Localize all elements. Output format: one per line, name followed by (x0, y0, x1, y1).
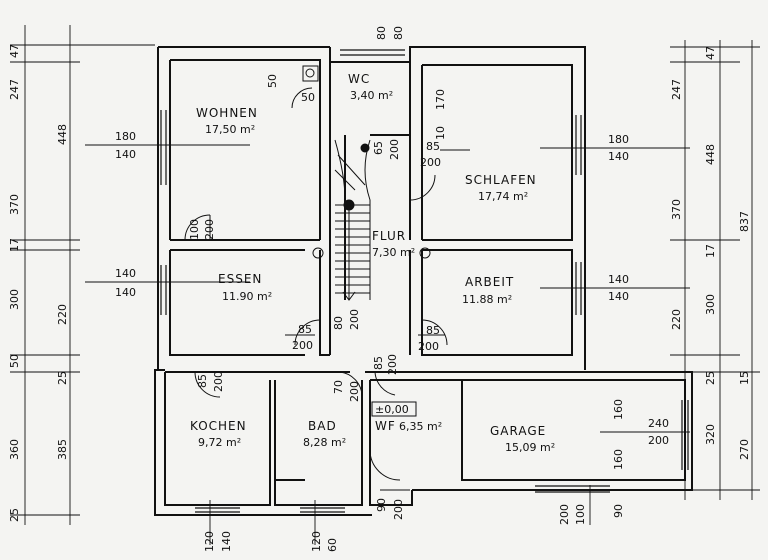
win-wc-b: 80 (392, 26, 405, 40)
room-area-garage: 15,09 m² (505, 441, 555, 454)
door-schlafen-b: 200 (420, 156, 441, 169)
dim-right-320: 320 (704, 424, 717, 445)
dim-right-837: 837 (738, 211, 751, 232)
door-wf-a: 85 (372, 356, 385, 370)
door-wohnen-a: 100 (188, 219, 201, 240)
room-area-essen: 11.90 m² (222, 290, 272, 303)
dim-left-47: 47 (8, 44, 21, 58)
door-kochen-b: 200 (212, 371, 225, 392)
win-garage-bottom-a: 200 (558, 504, 571, 525)
win-kochen-a: 120 (203, 531, 216, 552)
win-garage-bottom-b: 100 (574, 504, 587, 525)
dim-right-247: 247 (670, 79, 683, 100)
dim-left-50: 50 (8, 354, 21, 368)
win-essen-b: 140 (115, 286, 136, 299)
win-schlafen-b: 140 (608, 150, 629, 163)
room-area-kochen: 9,72 m² (198, 436, 241, 449)
dim-left-25: 25 (8, 508, 21, 522)
dim-right-15: 15 (738, 371, 751, 385)
dim-left-300: 300 (8, 289, 21, 310)
dimension-lines (10, 25, 760, 545)
door-garage-b: 160 (612, 449, 625, 470)
door-arbeit-b: 200 (418, 340, 439, 353)
win-wc-a: 80 (375, 26, 388, 40)
win-kochen-b: 140 (220, 531, 233, 552)
dim-right-270: 270 (738, 439, 751, 460)
room-area-bad: 8,28 m² (303, 436, 346, 449)
door-wf-b: 200 (386, 354, 399, 375)
dim-right-300: 300 (704, 294, 717, 315)
room-name-kochen: KOCHEN (190, 419, 247, 433)
door-essen-a: 85 (298, 323, 312, 336)
door-wc-a: 65 (372, 141, 385, 155)
win-arbeit-a: 140 (608, 273, 629, 286)
dimension-labels: 47 247 448 370 17 300 50 360 25 220 25 3… (8, 26, 751, 552)
level-mark-box (371, 401, 417, 417)
room-area-wf: 6,35 m² (399, 420, 442, 433)
win-bad-a: 120 (310, 531, 323, 552)
dim-right-370: 370 (670, 199, 683, 220)
win-schlafen-a: 180 (608, 133, 629, 146)
room-area-flur: 7,30 m² (372, 246, 415, 259)
door-kochen-a: 85 (196, 374, 209, 388)
win-essen-a: 140 (115, 267, 136, 280)
staircase (334, 139, 371, 301)
win-wf-a: 90 (375, 498, 388, 512)
dim-left-247: 247 (8, 79, 21, 100)
dim-left-448: 448 (56, 124, 69, 145)
dim-left-220: 220 (56, 304, 69, 325)
win-arbeit-b: 140 (608, 290, 629, 303)
door-bad-a: 70 (332, 380, 345, 394)
dim-right-17: 17 (704, 244, 717, 258)
windows (160, 49, 689, 513)
dim-left-360: 360 (8, 439, 21, 460)
win-wohnen-a: 180 (115, 130, 136, 143)
door-flur-b: 200 (348, 309, 361, 330)
dim-left-17: 17 (8, 238, 21, 252)
level-mark: ±0,00 (375, 403, 409, 416)
room-name-flur: FLUR (372, 229, 406, 243)
room-name-garage: GARAGE (490, 424, 546, 438)
door-essen-b: 200 (292, 339, 313, 352)
dim-left-inner-25: 25 (56, 371, 69, 385)
room-name-wf: WF (375, 419, 396, 433)
door-bad-b: 200 (348, 381, 361, 402)
door-arbeit-a: 85 (426, 324, 440, 337)
room-area-wc: 3,40 m² (350, 89, 393, 102)
dim-right-220: 220 (670, 309, 683, 330)
room-area-wohnen: 17,50 m² (205, 123, 255, 136)
dim-right-25: 25 (704, 371, 717, 385)
win-wohnen-b: 140 (115, 148, 136, 161)
dim-left-385: 385 (56, 439, 69, 460)
room-name-arbeit: ARBEIT (465, 275, 514, 289)
room-name-wohnen: WOHNEN (196, 106, 258, 120)
door-wohnen-b: 200 (203, 219, 216, 240)
room-name-schlafen: SCHLAFEN (465, 173, 537, 187)
door-schlafen-a: 85 (426, 140, 440, 153)
room-area-arbeit: 11.88 m² (462, 293, 512, 306)
room-labels: WOHNEN 17,50 m² WC 3,40 m² SCHLAFEN 17,7… (190, 72, 555, 454)
win-bad-b: 60 (326, 538, 339, 552)
dim-right-47: 47 (704, 46, 717, 60)
room-name-bad: BAD (308, 419, 337, 433)
room-area-schlafen: 17,74 m² (478, 190, 528, 203)
win-garage-a: 240 (648, 417, 669, 430)
dim-left-370: 370 (8, 194, 21, 215)
door-garage-a: 160 (612, 399, 625, 420)
win-garage-right: 90 (612, 504, 625, 518)
door-schlafen-top-a: 170 (434, 89, 447, 110)
win-garage-b: 200 (648, 434, 669, 447)
door-flur-a: 80 (332, 316, 345, 330)
room-name-essen: ESSEN (218, 272, 262, 286)
win-wf-b: 200 (392, 499, 405, 520)
door-small-a: 50 (266, 74, 279, 88)
doors (184, 65, 448, 481)
door-schlafen-top-b: 10 (434, 126, 447, 140)
door-small-b: 50 (301, 91, 315, 104)
dim-right-448: 448 (704, 144, 717, 165)
room-name-wc: WC (348, 72, 370, 86)
door-wc-b: 200 (388, 139, 401, 160)
